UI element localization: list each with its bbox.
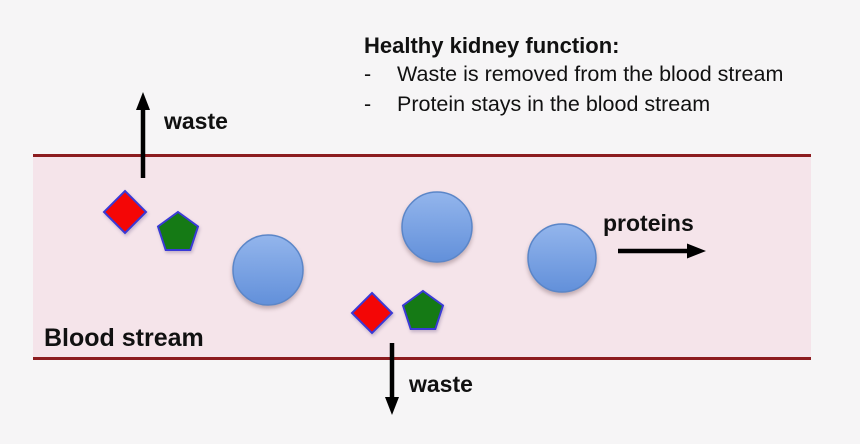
protein-circle-shape (401, 191, 473, 263)
waste-pentagon-shape (156, 210, 200, 251)
diagram-title: Healthy kidney function: (364, 33, 620, 58)
arrow-head-right-icon (687, 243, 706, 259)
bullet-marker: - (364, 62, 372, 86)
bullet-text: Protein stays in the blood stream (397, 91, 711, 116)
waste-diamond-shape (350, 291, 394, 335)
bullet-text: Waste is removed from the blood stream (397, 62, 784, 86)
waste-label-top: waste (164, 108, 228, 134)
waste-label-bottom: waste (409, 371, 473, 397)
protein-circle-shape (527, 223, 597, 293)
arrow-head-up-icon (136, 92, 150, 110)
waste-diamond-shape (102, 189, 148, 235)
bullet-item: - Protein stays in the blood stream (364, 90, 854, 120)
proteins-flow-arrow (618, 243, 706, 259)
bullet-item: - Waste is removed from the blood stream (364, 60, 854, 90)
title-block: Healthy kidney function: - Waste is remo… (364, 32, 854, 119)
bullet-marker: - (364, 91, 372, 116)
blood-stream-label: Blood stream (44, 324, 204, 352)
proteins-label: proteins (603, 210, 694, 236)
waste-pentagon-shape (401, 289, 445, 330)
arrow-head-down-icon (385, 397, 399, 415)
waste-out-arrow-bottom (385, 343, 399, 415)
waste-out-arrow-top (136, 92, 150, 178)
protein-circle-shape (232, 234, 304, 306)
